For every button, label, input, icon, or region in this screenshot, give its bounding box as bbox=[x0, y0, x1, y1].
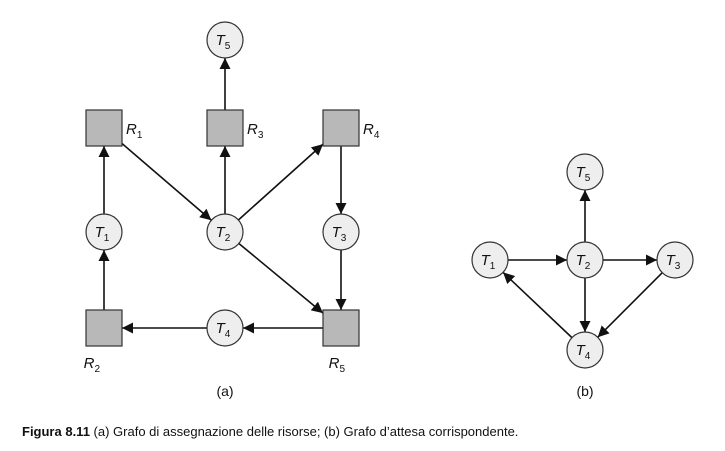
a-thread-label-4: T4 bbox=[216, 320, 231, 340]
a-resource-label-5: R5 bbox=[329, 355, 346, 375]
b-thread-node-2 bbox=[566, 241, 604, 279]
b-thread-label-2: T2 bbox=[576, 252, 591, 272]
a-thread-label-1: T1 bbox=[95, 224, 110, 244]
b-thread-label-5: T5 bbox=[576, 164, 591, 184]
a-thread-label-2: T2 bbox=[216, 224, 231, 244]
a-thread-node-4 bbox=[206, 309, 244, 347]
panel-label-a: (a) bbox=[216, 383, 233, 399]
a-resource-node-4 bbox=[322, 109, 360, 147]
a-resource-node-5 bbox=[322, 309, 360, 347]
a-thread-label-5: T5 bbox=[216, 32, 231, 52]
caption-text: (a) Grafo di assegnazione delle risorse;… bbox=[89, 424, 519, 439]
a-thread-node-1 bbox=[85, 213, 123, 251]
b-thread-label-1: T1 bbox=[481, 252, 496, 272]
a-thread-node-3 bbox=[322, 213, 360, 251]
b-thread-node-5 bbox=[566, 153, 604, 191]
a-thread-node-2 bbox=[206, 213, 244, 251]
a-resource-label-3: R3 bbox=[247, 121, 264, 141]
a-resource-label-2: R2 bbox=[84, 355, 101, 375]
b-thread-label-4: T4 bbox=[576, 342, 591, 362]
panel-label-b: (b) bbox=[576, 383, 593, 399]
a-resource-node-2 bbox=[85, 309, 123, 347]
figure-caption: Figura 8.11 (a) Grafo di assegnazione de… bbox=[22, 424, 518, 439]
b-thread-label-3: T3 bbox=[666, 252, 681, 272]
diagram-a-edges bbox=[98, 58, 347, 334]
b-thread-node-4 bbox=[566, 331, 604, 369]
a-thread-label-3: T3 bbox=[332, 224, 347, 244]
a-resource-label-4: R4 bbox=[363, 121, 380, 141]
a-resource-node-1 bbox=[85, 109, 123, 147]
a-edge-t2a-r5 bbox=[238, 242, 324, 314]
a-resource-node-3 bbox=[206, 109, 244, 147]
b-thread-node-1 bbox=[471, 241, 509, 279]
a-resource-label-1: R1 bbox=[126, 121, 143, 141]
a-thread-node-5 bbox=[206, 21, 244, 59]
figure-number: Figura 8.11 bbox=[22, 424, 90, 439]
diagram-b-edges bbox=[502, 190, 663, 339]
b-edge-t4b-t1b bbox=[502, 271, 573, 339]
a-edge-t2a-r4 bbox=[237, 143, 324, 221]
a-edge-r1-t2a bbox=[121, 142, 212, 221]
b-thread-node-3 bbox=[656, 241, 694, 279]
b-edge-t3b-t4b bbox=[597, 272, 663, 338]
